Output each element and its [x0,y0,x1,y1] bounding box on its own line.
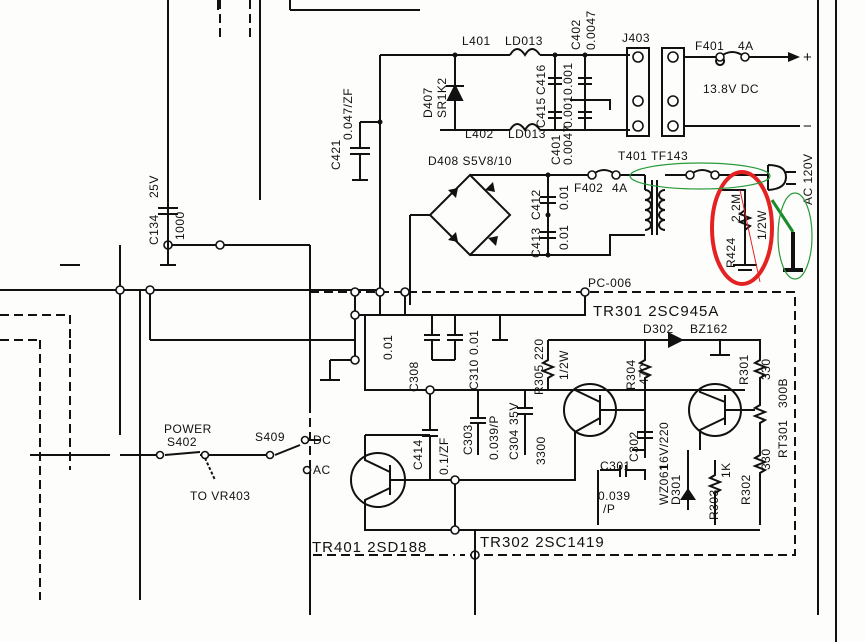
connector-j403: J403 F401 4A + − 13.8V DC [622,31,813,137]
label-minus: − [803,118,813,135]
label-tr301: TR301 2SC945A [593,303,719,320]
label-d302v: BZ162 [690,322,728,336]
dc-output-filter: L401 LD013 L402 LD013 C402 0.0047 C416 C… [421,10,630,141]
label-pc006: PC-006 [588,276,632,290]
label-c308v: 0.01 [381,335,395,360]
label-c134: C134 [147,214,161,245]
label-c304v: 35V [507,402,521,425]
label-s402: S402 [167,435,197,449]
label-f402: F402 [574,181,603,195]
label-dc138: 13.8V DC [703,82,759,96]
label-c134c: 1000 [173,211,187,240]
label-ld013a: LD013 [505,34,543,48]
label-ld013b: LD013 [508,127,546,141]
label-c309v: 0.01 [467,330,481,355]
label-s409: S409 [255,430,285,444]
label-t401: T401 TF143 [618,149,688,163]
left-wiring [0,0,420,600]
label-c304: C304 [507,429,521,460]
label-j403: J403 [622,31,650,45]
capacitor-c134: C134 25V 1000 [147,175,187,266]
label-c308: C308 [407,361,421,392]
label-r305v: 220 [532,338,546,360]
label-c401: C401 [549,134,563,165]
label-r301v: 330 [759,358,773,380]
label-r303: R303 [707,489,721,520]
label-rt301v: 300B [776,378,790,408]
label-c301p: /P [603,502,615,516]
red-highlight-circle [710,170,774,286]
label-c416: C416 [534,64,548,95]
label-c414: C414 [411,439,425,470]
label-c412: C412 [529,189,543,220]
label-c303: C303 [461,424,475,455]
label-l402: L402 [465,127,494,141]
label-c301v: 0.039 [598,489,631,503]
label-c415: C415 [534,97,548,128]
label-ac120: AC 120V [801,153,815,205]
label-rt301: RT301 [776,420,790,458]
label-ac: AC [313,463,331,477]
label-c304c: 3300 [534,436,548,465]
label-d408: D408 S5V8/10 [428,154,512,168]
label-r305: R305 [532,364,546,395]
label-c310: C310 [467,359,481,390]
bridge-rectifier-d408: D408 S5V8/10 C412 0.01 C413 0.01 C401 0.… [409,125,580,305]
label-r424v: 2.2M [729,193,743,222]
label-c413: C413 [529,227,543,258]
label-l401: L401 [462,34,491,48]
label-c416v: 0.001 [561,62,575,95]
label-d407: D407 [421,87,435,118]
label-c412v: 0.01 [557,185,571,210]
label-c302v: 16V/220 [657,422,671,470]
label-power: POWER [164,422,212,436]
label-r302v: 330 [759,448,773,470]
label-c303v: 0.039/P [487,415,501,460]
label-d301v: WZ061 [657,464,671,505]
label-tr401: TR401 2SD188 [312,539,427,556]
label-plus: + [803,49,813,66]
green-highlight-ground [777,192,813,280]
label-c302: C302 [627,431,641,462]
label-c421v: 0.047/ZF [341,88,355,140]
label-tovr: TO VR403 [190,489,250,503]
label-c134v: 25V [147,175,161,198]
label-c401v: 0.0047 [561,125,575,165]
ac-input: R424 2.2M 1/2W AC 120V [720,153,815,272]
label-r305w: 1/2W [557,350,571,380]
label-r301: R301 [737,354,751,385]
label-c415v: 0.001 [561,95,575,128]
label-r302: R302 [739,474,753,505]
label-d407v: SR1K2 [435,77,449,118]
label-r424: R424 [724,237,738,268]
label-c301: C301 [600,459,631,473]
label-c402v: 0.0047 [584,10,598,50]
label-r424w: 1/2W [755,210,769,240]
board-pc006: PC-006 TR301 2SC945A 0.01 0.01 C308 C310… [309,276,796,615]
label-c413v: 0.01 [557,225,571,250]
label-f402v: 4A [612,181,628,195]
label-d302: D302 [643,322,674,336]
label-r304: R304 [624,359,638,390]
transformer-t401: T401 TF143 F402 4A [574,149,760,256]
label-tr302: TR302 2SC1419 [480,534,605,551]
power-switch: POWER S402 S409 DC AC TO VR403 [30,422,331,615]
green-highlight-fuse [629,162,771,190]
label-f401v: 4A [738,39,754,53]
label-c402: C402 [569,19,583,50]
frame-border [817,0,837,642]
label-d301: D301 [669,474,683,505]
label-r304v: 470 [637,363,651,385]
label-c414v: 0.1/ZF [437,437,451,475]
label-c421: C421 [329,139,343,170]
label-r303v: 1K [719,462,733,478]
capacitor-c421: C421 0.047/ZF [329,54,440,310]
label-f401: F401 [695,39,724,53]
red-annotation-line [739,189,761,283]
label-dc: DC [313,433,331,447]
